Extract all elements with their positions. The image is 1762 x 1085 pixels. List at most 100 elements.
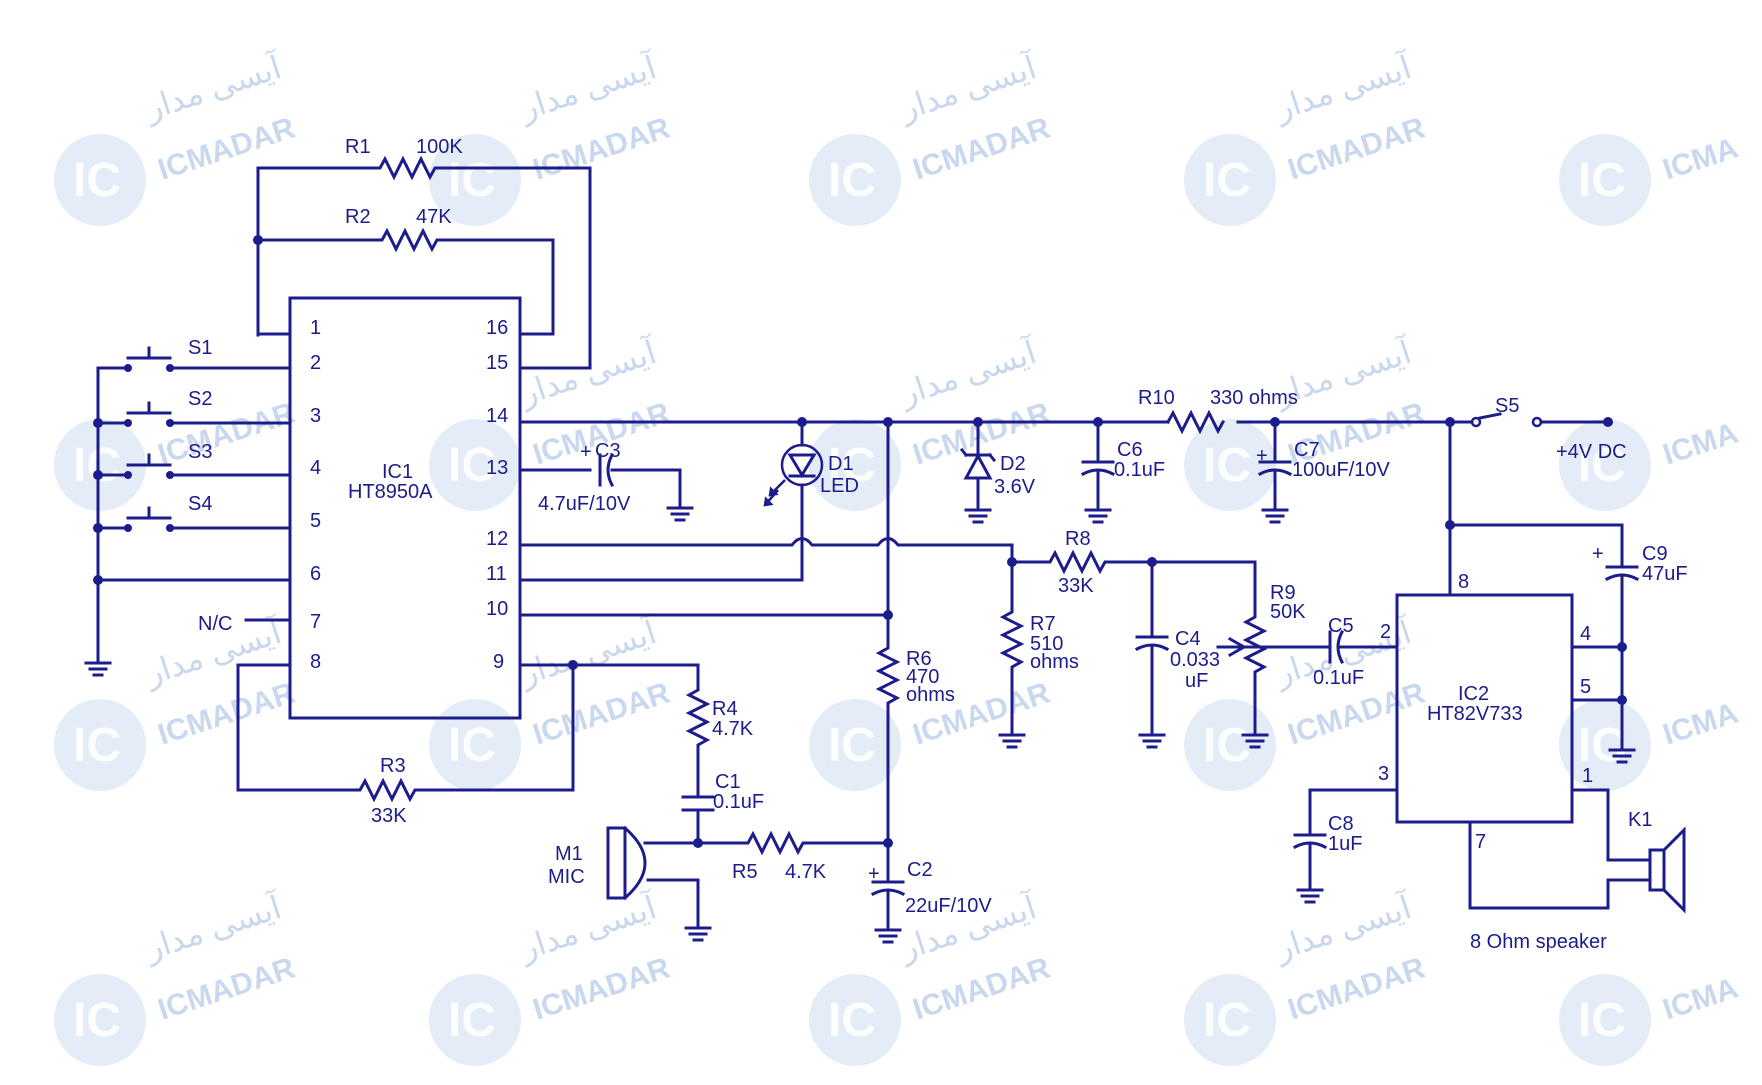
watermark-layer: IC ICMADAR آیسی مدار IC ICMADAR آیسی مدا… (54, 47, 1742, 1066)
c1-capacitor: C1 0.1uF (681, 771, 764, 845)
svg-text:IC: IC (73, 154, 121, 207)
r6-value1: 470 (906, 666, 939, 688)
r7-value1: 510 (1030, 633, 1063, 655)
s2-switch: S2 (96, 388, 292, 427)
r1-ref: R1 (345, 136, 371, 158)
c8-value: 1uF (1328, 833, 1362, 855)
ic1-pin-12: 12 (486, 528, 508, 550)
watermark-tile: IC ICMADAR آیسی مدار (429, 47, 674, 226)
svg-text:+: + (1592, 543, 1604, 565)
c3-ref: C3 (595, 440, 621, 462)
c1-value: 0.1uF (713, 791, 764, 813)
pin12-signal-line (518, 537, 1017, 567)
svg-text:IC: IC (448, 994, 496, 1047)
c4-value1: 0.033 (1170, 649, 1220, 671)
ground-symbol (684, 926, 712, 942)
r10-value: 330 ohms (1210, 387, 1298, 409)
s2-ref: S2 (188, 388, 212, 410)
svg-text:آیسی مدار: آیسی مدار (1269, 47, 1418, 129)
r6-value2: ohms (906, 684, 955, 706)
r4-ref: R4 (712, 698, 738, 720)
ic2-pin-5: 5 (1580, 676, 1591, 698)
watermark-tile: IC ICMADAR آیسی مدار (54, 612, 299, 791)
svg-text:IC: IC (1203, 719, 1251, 772)
ground-symbol (1261, 508, 1289, 524)
svg-text:IC: IC (1578, 994, 1626, 1047)
watermark-tile: IC ICMADAR آیسی مدار (54, 887, 299, 1066)
r4-resistor: R4 4.7K (518, 660, 754, 787)
watermark-tile: IC ICMADAR آیسی مدار (429, 887, 674, 1066)
ground-symbol (1138, 733, 1166, 749)
c6-capacitor: C6 0.1uF (1080, 420, 1165, 524)
watermark-tile: IC ICMADAR آیسی مدار (1184, 47, 1429, 226)
svg-text:IC: IC (828, 154, 876, 207)
svg-text:ICMADAR: ICMADAR (529, 951, 674, 1026)
svg-text:ICMA: ICMA (1659, 417, 1742, 472)
ic1-part: HT8950A (348, 481, 433, 503)
r9-value: 50K (1270, 601, 1306, 623)
r6-resistor: R6 470 ohms (518, 420, 955, 845)
svg-text:ICMADAR: ICMADAR (154, 396, 299, 471)
r7-value2: ohms (1030, 651, 1079, 673)
ic1-pin-14: 14 (486, 405, 508, 427)
svg-text:IC: IC (1203, 994, 1251, 1047)
ic1-pin-10: 10 (486, 598, 508, 620)
supply-label: +4V DC (1556, 441, 1627, 463)
ground-symbol (666, 506, 694, 522)
r3-resistor: R3 33K (236, 663, 575, 827)
ic1-pin-1: 1 (310, 317, 321, 339)
r3-ref: R3 (380, 755, 406, 777)
svg-text:ICMA: ICMA (1659, 132, 1742, 187)
svg-text:IC: IC (448, 439, 496, 492)
c2-value: 22uF/10V (905, 895, 992, 917)
ic2-ref: IC2 (1458, 683, 1489, 705)
r2-resistor: R2 47K (253, 206, 555, 336)
svg-text:آیسی مدار: آیسی مدار (514, 612, 663, 694)
svg-text:+: + (580, 441, 592, 463)
svg-text:ICMADAR: ICMADAR (529, 676, 674, 751)
svg-text:آیسی مدار: آیسی مدار (1269, 887, 1418, 969)
svg-text:ICMADAR: ICMADAR (154, 111, 299, 186)
m1-ref: M1 (555, 843, 583, 865)
ground-symbol (1241, 733, 1269, 749)
nc-label: N/C (198, 613, 232, 635)
watermark-tile: IC ICMA (1559, 417, 1742, 511)
r7-ref: R7 (1030, 613, 1056, 635)
c9-value: 47uF (1642, 563, 1688, 585)
svg-text:ICMA: ICMA (1659, 972, 1742, 1027)
ic1-pin-6: 6 (310, 563, 321, 585)
svg-text:آیسی مدار: آیسی مدار (514, 887, 663, 969)
watermark-tile: IC ICMADAR آیسی مدار (429, 612, 674, 791)
svg-text:ICMADAR: ICMADAR (1284, 111, 1429, 186)
s5-switch: S5 +4V DC (1463, 395, 1627, 463)
s5-ref: S5 (1495, 395, 1519, 417)
c5-value: 0.1uF (1313, 667, 1364, 689)
m1-value: MIC (548, 866, 585, 888)
r1-resistor: R1 100K (256, 136, 592, 370)
c7-value: 100uF/10V (1292, 459, 1391, 481)
svg-text:ICMADAR: ICMADAR (154, 676, 299, 751)
ic1-pin-2: 2 (310, 352, 321, 374)
c5-capacitor: C5 0.1uF (1216, 615, 1399, 689)
svg-text:آیسی مدار: آیسی مدار (514, 47, 663, 129)
ic2-pin-2: 2 (1380, 621, 1391, 643)
ground-symbol (1084, 508, 1112, 524)
ic1-pin-5: 5 (310, 510, 321, 532)
c3-capacitor: + C3 4.7uF/10V (518, 440, 694, 522)
ic1-pin-16: 16 (486, 317, 508, 339)
ic1-pin-9: 9 (493, 651, 504, 673)
svg-text:آیسی مدار: آیسی مدار (514, 332, 663, 414)
r7-resistor: R7 510 ohms (998, 560, 1079, 749)
c8-ref: C8 (1328, 813, 1354, 835)
svg-text:IC: IC (828, 439, 876, 492)
ground-symbol (1296, 888, 1324, 904)
ic2-part: HT82V733 (1427, 703, 1523, 725)
r9-potentiometer: R9 50K (1216, 582, 1306, 749)
svg-text:آیسی مدار: آیسی مدار (139, 47, 288, 129)
svg-text:ICMADAR: ICMADAR (909, 951, 1054, 1026)
k1-speaker: K1 8 Ohm speaker (1468, 788, 1686, 953)
r2-ref: R2 (345, 206, 371, 228)
ground-symbol (84, 661, 112, 677)
c9-ref: C9 (1642, 543, 1668, 565)
r8-ref: R8 (1065, 528, 1091, 550)
